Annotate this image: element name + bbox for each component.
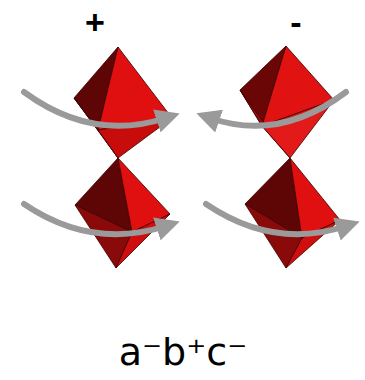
rotation-arrows [24, 92, 346, 234]
rotation-arrow [206, 204, 346, 234]
tilt-sign-text: + [85, 3, 105, 41]
rotation-arrow [24, 204, 166, 234]
glazer-notation-text: a⁻b⁺c⁻ [119, 330, 247, 374]
glazer-notation: a⁻b⁺c⁻ [119, 333, 247, 371]
octahedron-bottom-right [245, 158, 340, 268]
octahedron-top-right [240, 46, 334, 158]
octahedron-bottom-left [75, 158, 170, 268]
tilt-sign: - [290, 5, 301, 39]
octahedron-top-left [74, 47, 172, 158]
tilt-sign: + [85, 5, 105, 39]
rotation-arrow [24, 92, 166, 126]
rotation-arrow [210, 92, 346, 126]
tilt-sign-text: - [290, 3, 301, 41]
